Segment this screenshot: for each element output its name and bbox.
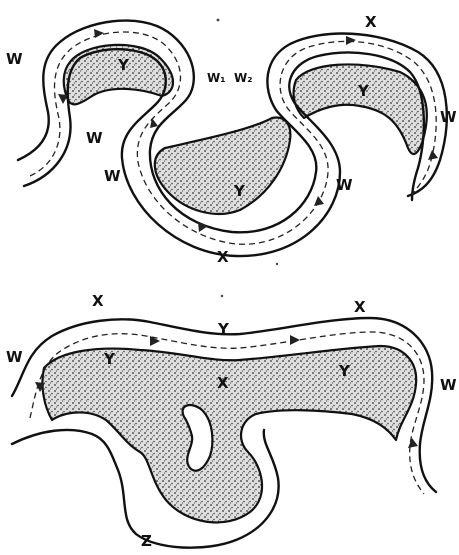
label-y-bottom-right: Y — [338, 362, 351, 380]
label-x-bottom-mid: X — [217, 374, 229, 392]
top-land-middle — [155, 118, 291, 214]
stray-dot-2 — [276, 263, 278, 265]
bottom-flow-arrow-4 — [408, 438, 418, 448]
label-y-bottom-top: Y — [217, 320, 230, 338]
top-flow-arrow-4 — [198, 222, 208, 232]
stray-dot-3 — [221, 295, 223, 297]
label-w-right: W — [336, 176, 353, 194]
label-y-bottom-left: Y — [103, 350, 116, 368]
label-y-middle: Y — [233, 182, 246, 200]
label-w1: W₁ — [207, 71, 226, 85]
label-w-top-left: W — [6, 50, 23, 68]
label-x-bottom: X — [217, 248, 229, 266]
label-y-right: Y — [357, 82, 370, 100]
label-x-bottom-left: X — [92, 292, 104, 310]
label-w-mid-left: W — [86, 129, 103, 147]
label-x-top: X — [365, 13, 377, 31]
label-w-far-right: W — [440, 108, 457, 126]
label-w-low-left: W — [104, 167, 121, 185]
bottom-meander-figure: W W X X X Y Y Y Z — [6, 292, 457, 550]
top-land-left — [64, 45, 173, 105]
stray-dot-1 — [217, 19, 220, 22]
label-w2: W₂ — [234, 71, 253, 85]
bottom-flow-arrow-3 — [290, 335, 300, 345]
top-meander-figure: W W W W₁ W₂ W W X X Y Y Y — [6, 13, 457, 266]
label-w-bottom-right: W — [440, 376, 457, 394]
label-z: Z — [141, 532, 152, 550]
top-flow-arrow-7 — [428, 150, 438, 160]
top-flow-arrow-6 — [346, 36, 356, 45]
label-y-left: Y — [117, 56, 130, 74]
top-land-right — [294, 64, 427, 154]
top-flow-arrow-2 — [94, 29, 104, 38]
label-x-bottom-right: X — [354, 298, 366, 316]
label-w-bottom-left: W — [6, 348, 23, 366]
bottom-land — [42, 346, 416, 522]
top-flow-arrow-5 — [314, 196, 324, 206]
